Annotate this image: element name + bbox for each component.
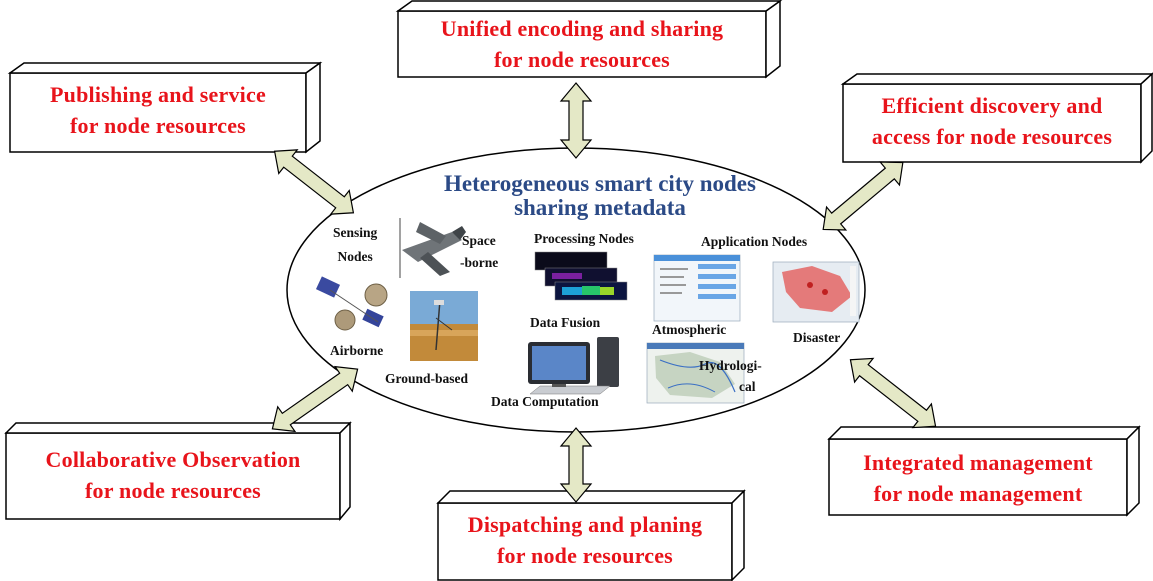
application-nodes-heading: Application Nodes [701, 234, 808, 249]
box-upper-left-shape [7, 61, 323, 154]
box-upper-right-shape [840, 72, 1153, 164]
box-upper-left-line1: Publishing and service [50, 82, 266, 107]
sensing-heading-line2: Nodes [337, 249, 373, 264]
spaceborne-line2: -borne [460, 255, 499, 270]
processing-nodes-heading: Processing Nodes [534, 231, 634, 246]
box-top-label: Unified encoding and sharing for node re… [398, 13, 766, 75]
hydro-line1: Hydrologi- [699, 358, 762, 373]
arrow-lower-left [271, 365, 359, 433]
ground-based-label: Ground-based [385, 371, 469, 386]
sensing-heading-line1: Sensing [333, 225, 378, 240]
box-bottom-label: Dispatching and planing for node resourc… [438, 509, 732, 571]
atmospheric-image [653, 254, 741, 322]
box-bottom-line1: Dispatching and planing [467, 512, 703, 537]
spaceborne-label: Space -borne [460, 232, 498, 272]
data-fusion-label: Data Fusion [530, 315, 601, 330]
arrow-bottom [559, 427, 593, 503]
box-top-line1: Unified encoding and sharing [440, 16, 724, 41]
center-title-line2: sharing metadata [514, 195, 686, 220]
spaceborne-line1: Space [462, 233, 496, 248]
box-top-shape [395, 0, 783, 79]
box-upper-left-label: Publishing and service for node resource… [10, 79, 306, 141]
atmospheric-label: Atmospheric [652, 322, 727, 337]
box-lower-right-shape [827, 425, 1141, 517]
box-upper-right-line1: Efficient discovery and [881, 93, 1103, 118]
box-lower-left-shape [4, 421, 352, 522]
hydrological-map-image [646, 342, 745, 404]
arrow-upper-left [273, 149, 355, 215]
box-bottom-line2: for node resources [497, 543, 673, 568]
ground-station-image [410, 291, 478, 361]
box-top-line2: for node resources [494, 47, 670, 72]
box-lower-left-line1: Collaborative Observation [45, 447, 301, 472]
box-lower-right-line1: Integrated management [863, 450, 1093, 475]
data-computation-label: Data Computation [491, 394, 599, 409]
arrow-top [559, 82, 593, 159]
arrow-lower-right [849, 357, 937, 429]
hydrological-label: Hydrologi- cal [699, 357, 762, 396]
disaster-label: Disaster [793, 330, 841, 345]
box-lower-right-label: Integrated management for node managemen… [829, 447, 1127, 509]
disaster-map-image [772, 261, 860, 323]
hydro-line2: cal [739, 379, 756, 394]
data-fusion-image [534, 251, 628, 301]
airborne-label: Airborne [330, 343, 384, 358]
box-upper-right-label: Efficient discovery and access for node … [843, 90, 1141, 152]
box-lower-left-line2: for node resources [85, 478, 261, 503]
box-lower-left-label: Collaborative Observation for node resou… [6, 444, 340, 506]
sensing-nodes-heading: Sensing Nodes [333, 224, 377, 266]
center-title: Heterogeneous smart city nodes sharing m… [395, 172, 805, 220]
box-upper-left-line2: for node resources [70, 113, 246, 138]
center-title-line1: Heterogeneous smart city nodes [444, 171, 756, 196]
airplane-image [399, 218, 466, 278]
satellite-image [315, 276, 388, 331]
box-upper-right-line2: access for node resources [871, 124, 1113, 149]
box-lower-right-line2: for node management [873, 481, 1083, 506]
computer-image [528, 337, 619, 395]
arrow-upper-right [822, 161, 904, 231]
box-bottom-shape [436, 489, 746, 581]
